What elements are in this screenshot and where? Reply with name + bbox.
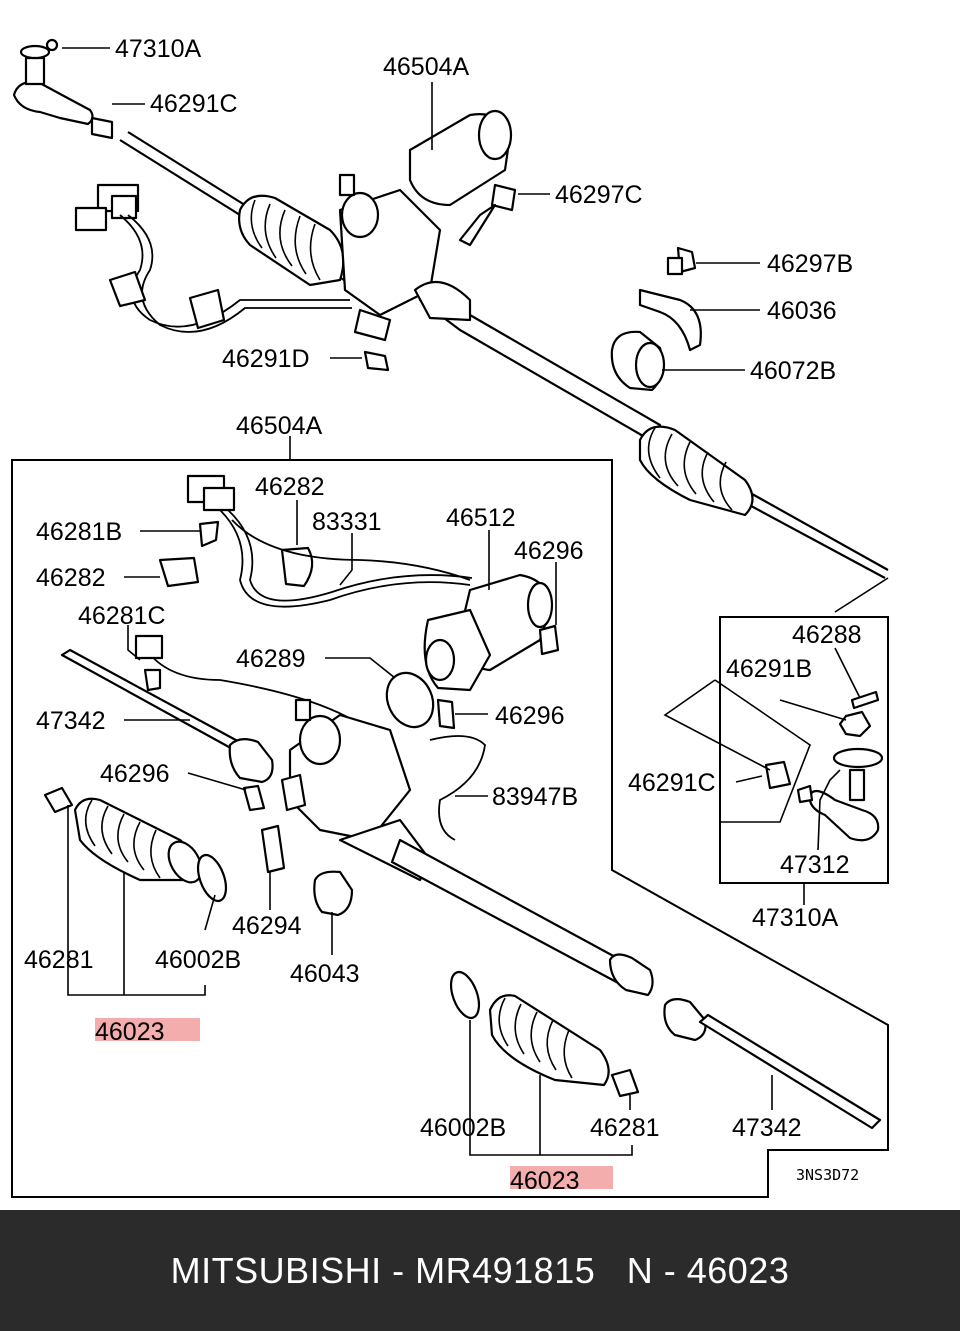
bolt-46296-mid (436, 698, 456, 730)
label-46296-a: 46296 (514, 537, 584, 565)
diagram-code: 3NS3D72 (796, 1166, 859, 1184)
bushing-46072B (610, 330, 666, 392)
highlight-46023-right (510, 1166, 613, 1189)
label-47312: 47312 (780, 851, 850, 879)
label-47310A-top: 47310A (115, 35, 202, 63)
label-46289: 46289 (236, 645, 306, 673)
label-83947B: 83947B (492, 783, 578, 811)
label-47342-a: 47342 (36, 707, 106, 735)
bolt-46297B (666, 246, 697, 276)
label-46297B: 46297B (767, 250, 853, 278)
tie-rod-end-detail (764, 690, 884, 842)
label-47342-b: 47342 (732, 1114, 802, 1142)
bushing-46043 (313, 870, 354, 917)
label-46002B-a: 46002B (155, 946, 241, 974)
tie-rod-end-top (12, 38, 114, 140)
label-46281C: 46281C (78, 602, 166, 630)
bracket-46294 (260, 824, 286, 874)
label-46282-a: 46282 (255, 473, 325, 501)
label-46072B: 46072B (750, 357, 836, 385)
label-46023-right: 46023 (510, 1167, 580, 1195)
leaders-top (62, 47, 760, 371)
bolt-46296-left (242, 784, 266, 812)
label-46023-left: 46023 (95, 1018, 165, 1046)
label-46281B: 46281B (36, 518, 122, 546)
label-46291D: 46291D (222, 345, 310, 373)
boot-left-box (43, 786, 228, 903)
footer-bar: MITSUBISHI - MR491815 N - 46023 (0, 1210, 960, 1331)
label-46296-b: 46296 (495, 702, 565, 730)
label-47310A-box: 47310A (752, 904, 839, 932)
main-box-frame (11, 459, 889, 1198)
label-46504A-top: 46504A (383, 53, 470, 81)
bracket-46036 (638, 288, 702, 352)
detail-box-pointer (834, 577, 889, 613)
motor-assembly-top (338, 109, 513, 342)
label-46291B: 46291B (726, 655, 812, 683)
label-46043: 46043 (290, 960, 360, 988)
boot-right-box (449, 970, 640, 1098)
label-46281-a: 46281 (24, 946, 94, 974)
label-46291C-box: 46291C (628, 769, 716, 797)
motor-46512 (423, 573, 560, 692)
tie-rod-right-box (663, 998, 882, 1130)
parts-diagram: 47310A 46291C 46504A 46297C 46297B 46036… (11, 35, 889, 1198)
boot-top-left (238, 194, 345, 287)
bolt-46297C (458, 183, 517, 247)
label-46281-b: 46281 (590, 1114, 660, 1142)
boot-top-right (638, 425, 754, 517)
label-46282-b: 46282 (36, 564, 106, 592)
label-46296-c: 46296 (100, 760, 170, 788)
label-46002B-b: 46002B (420, 1114, 506, 1142)
leaders-box (67, 500, 773, 1156)
gear-housing-box (280, 698, 486, 882)
highlight-46023-left (95, 1018, 200, 1041)
harness-top (74, 183, 352, 333)
o-ring-46289 (385, 671, 435, 729)
label-46288: 46288 (792, 621, 862, 649)
rack-tube-box (390, 838, 654, 997)
footer-part-info: MITSUBISHI - MR491815 N - 46023 (170, 1249, 790, 1291)
label-46294: 46294 (232, 912, 302, 940)
label-46512: 46512 (446, 504, 516, 532)
label-46036: 46036 (767, 297, 837, 325)
label-46291C-top: 46291C (150, 90, 238, 118)
clip-46291D (363, 350, 390, 372)
rack-tube-top (119, 131, 889, 579)
label-46297C: 46297C (555, 181, 643, 209)
label-83331: 83331 (312, 508, 382, 536)
label-46504A-box: 46504A (236, 412, 323, 440)
leaders-detail (663, 647, 861, 905)
